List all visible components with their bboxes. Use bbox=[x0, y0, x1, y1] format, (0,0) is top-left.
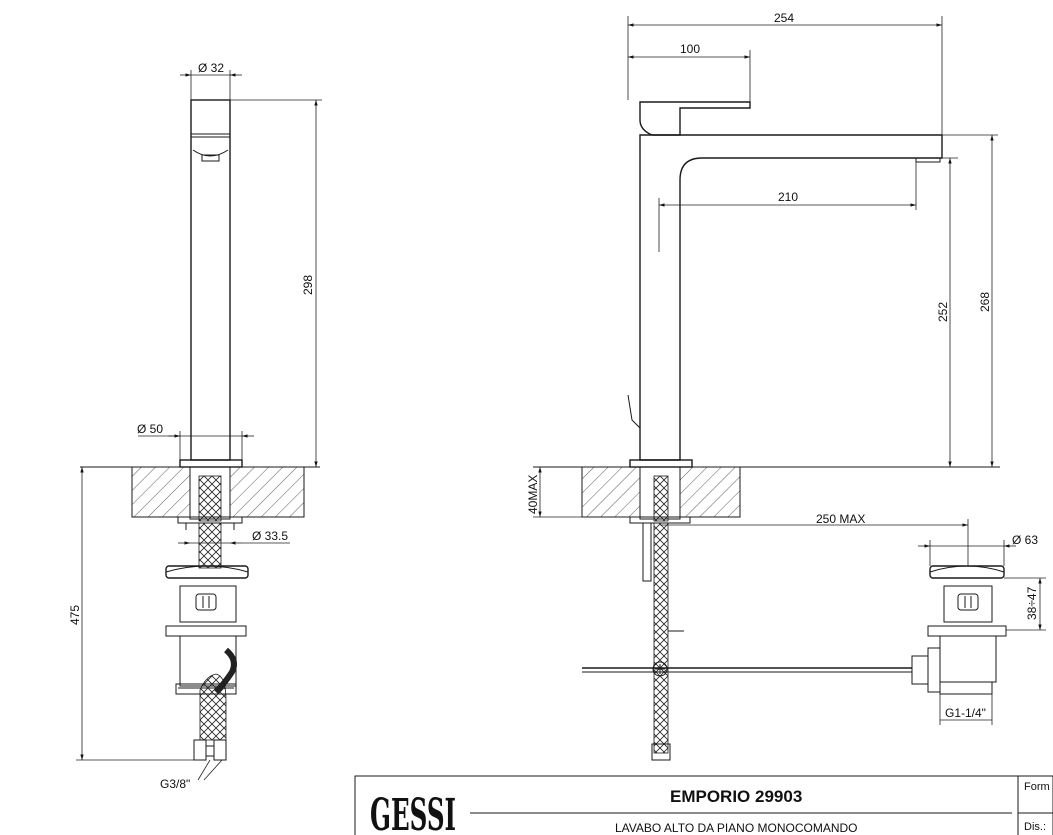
dim-38-47: 38÷47 bbox=[1025, 586, 1039, 620]
dis-label: Dis.: bbox=[1024, 821, 1046, 833]
dim-40max: 40MAX bbox=[526, 475, 540, 514]
faucet-spout bbox=[639, 134, 943, 461]
front-view: 254 100 210 252 268 40MAX 250 MAX Ø 63 bbox=[526, 11, 1046, 761]
format-label: Form bbox=[1024, 781, 1050, 793]
dim-thread-g114: G1-1/4" bbox=[945, 706, 986, 720]
faucet-body bbox=[190, 99, 231, 461]
dim-diam-50: Ø 50 bbox=[137, 422, 163, 436]
dim-diam-33-5: Ø 33.5 bbox=[252, 529, 288, 543]
dim-height-268: 268 bbox=[978, 292, 992, 312]
title-block: GESSI EMPORIO 29903 LAVABO ALTO DA PIANO… bbox=[354, 775, 1053, 835]
dim-width-210: 210 bbox=[778, 190, 798, 204]
flex-hose bbox=[198, 522, 222, 569]
dim-height-252: 252 bbox=[936, 302, 950, 322]
base-flange bbox=[179, 459, 243, 468]
dim-diam-32: Ø 32 bbox=[198, 61, 224, 75]
product-subtitle: LAVABO ALTO DA PIANO MONOCOMANDO bbox=[615, 821, 858, 835]
dim-diam-63: Ø 63 bbox=[1012, 533, 1038, 547]
dim-height-475: 475 bbox=[68, 605, 82, 625]
waste-cap-front bbox=[929, 565, 1005, 579]
flex-hose-front bbox=[653, 522, 669, 754]
dim-250max: 250 MAX bbox=[816, 512, 865, 526]
side-view: Ø 32 298 Ø 50 Ø 33.5 475 G3/8" bbox=[68, 61, 322, 791]
faucet-handle bbox=[639, 101, 751, 136]
dim-height-298: 298 bbox=[301, 275, 315, 295]
dim-thread-g38: G3/8" bbox=[160, 777, 190, 791]
product-title: EMPORIO 29903 bbox=[670, 787, 802, 806]
dim-width-100: 100 bbox=[680, 42, 700, 56]
gessi-logo: GESSI bbox=[370, 790, 456, 835]
dim-width-254: 254 bbox=[774, 11, 794, 25]
